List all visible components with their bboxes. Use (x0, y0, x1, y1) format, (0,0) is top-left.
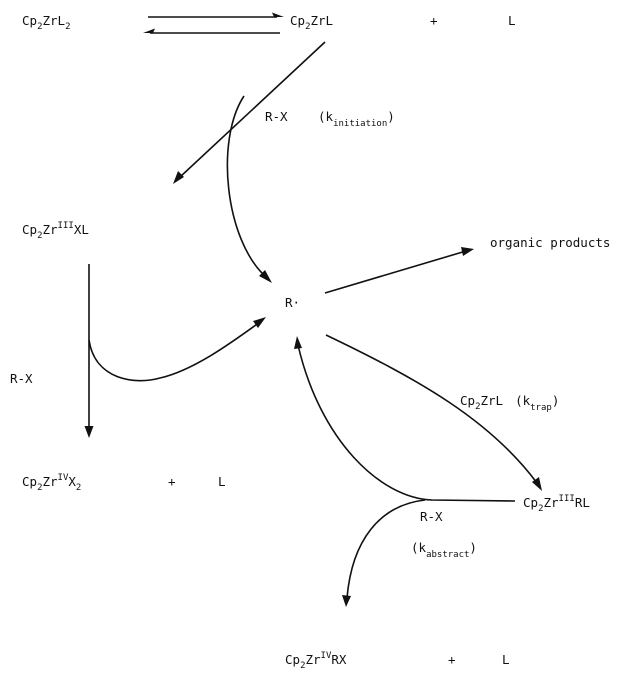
cp2zr-iv-rx-label: Cp2ZrIVRX (285, 651, 347, 671)
alkyl-radical-label: R· (285, 295, 300, 310)
plus-sign-left: + (168, 474, 176, 489)
cp2zrl2-label: Cp2ZrL2 (22, 13, 70, 32)
abstraction-radical-return-arrow (294, 336, 516, 502)
radical-trapping-arrow (325, 334, 542, 491)
k-abstract-label: (kabstract) (411, 540, 477, 560)
free-ligand-left: L (218, 474, 226, 489)
abstraction-product-arrow (342, 499, 426, 607)
free-ligand-top: L (508, 13, 516, 28)
trapping-agent-label: Cp2ZrL(ktrap) (460, 393, 559, 413)
free-ligand-bottom: L (502, 652, 510, 667)
organic-products-label: organic products (490, 235, 610, 250)
cp2zr-iii-rl-label: Cp2ZrIIIRL (523, 494, 590, 514)
abstraction-reagent-label: R-X (420, 509, 443, 524)
initiation-arrow (173, 41, 326, 184)
initiation-radical-release-arrow (226, 95, 272, 283)
equilibrium-arrows (143, 12, 284, 34)
left-reagent-label: R-X (10, 371, 33, 386)
plus-sign-top: + (430, 13, 438, 28)
cp2zr-iii-xl-label: Cp2ZrIIIXL (22, 221, 89, 241)
cp2zr-iv-x2-label: Cp2ZrIVX2 (22, 473, 81, 493)
plus-sign-bottom: + (448, 652, 456, 667)
organic-products-arrow (324, 247, 474, 294)
left-radical-release-arrow (88, 317, 266, 382)
halide-abstraction-arrow-left (84, 264, 94, 438)
initiation-reagent-label: R-X (265, 109, 288, 124)
cp2zrl-label: Cp2ZrL (290, 13, 333, 32)
k-initiation-label: (kinitiation) (318, 109, 395, 129)
